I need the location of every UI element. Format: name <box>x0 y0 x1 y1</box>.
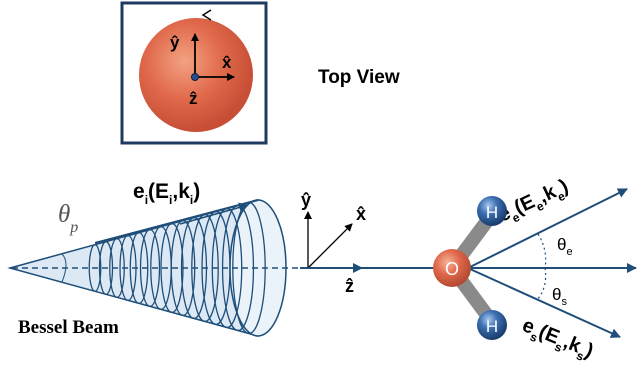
top-view-caret-icon <box>201 9 212 21</box>
lab-axes: ŷ x̂ ẑ <box>301 190 366 296</box>
bessel-beam-cone <box>7 199 300 337</box>
lab-x-arrow <box>307 223 353 269</box>
theta-s-arc <box>536 267 547 301</box>
top-view-inset: ŷ x̂ ẑ <box>120 1 268 145</box>
lab-y-label: ŷ <box>301 190 311 210</box>
hydrogen-atom-bottom <box>477 310 507 340</box>
hydrogen-atom-top <box>477 196 507 226</box>
hydrogen-symbol-top: H <box>486 203 498 222</box>
top-view-x-label: x̂ <box>222 53 232 72</box>
cone-ring <box>139 228 161 308</box>
cone-angle-arc <box>61 253 67 283</box>
theta-s-label: θs <box>552 285 567 308</box>
lab-x-label: x̂ <box>356 204 366 224</box>
theta-e-label: θe <box>557 235 573 258</box>
oxygen-atom <box>433 249 471 287</box>
incident-arrow <box>179 202 249 225</box>
hydrogen-symbol-bottom: H <box>486 317 498 336</box>
top-view-z-dot <box>191 73 199 81</box>
theta-e-arc <box>537 233 547 269</box>
cone-top-edge <box>94 199 259 244</box>
cone-ring <box>88 244 102 292</box>
bessel-beam-label: Bessel Beam <box>18 317 119 338</box>
cone-angle-label: θp <box>58 201 78 236</box>
water-molecule: O H H <box>433 196 507 340</box>
lab-z-label: ẑ <box>345 276 354 296</box>
incident-electron-label: ei(Ei,ki) <box>133 180 200 207</box>
top-view-caption: Top View <box>318 67 400 88</box>
top-view-z-label: ẑ <box>189 89 198 108</box>
oxygen-symbol: O <box>445 259 459 279</box>
top-view-y-label: ŷ <box>170 33 180 52</box>
scattered-electron-arrow <box>469 268 621 338</box>
ejected-electron-arrow <box>469 188 628 268</box>
